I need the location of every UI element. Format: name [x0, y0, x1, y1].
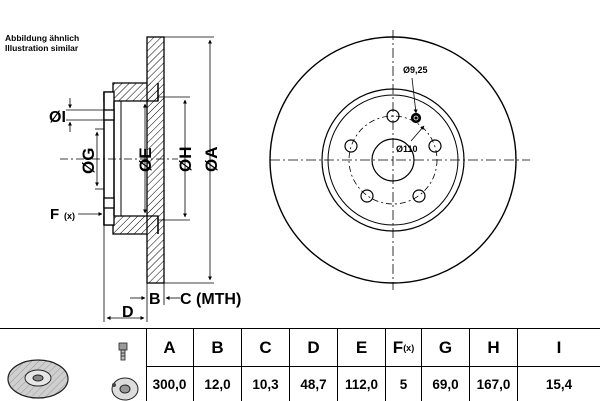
bolt-hole-section-bottom	[103, 197, 115, 209]
value-g: 69,0	[422, 367, 470, 401]
brake-disc-drawing: ØA ØH ØE ØG ØI F (x) B C (MTH)	[49, 30, 530, 322]
value-d: 48,7	[290, 367, 338, 401]
dim-b-label: B	[149, 291, 161, 308]
value-f: 5	[386, 367, 422, 401]
value-c: 10,3	[242, 367, 290, 401]
value-i: 15,4	[545, 376, 573, 392]
product-thumbnail-cell	[0, 329, 147, 401]
bolt-hole-3	[412, 189, 426, 203]
dim-f-sub: (x)	[64, 211, 75, 221]
dim-g-label: ØG	[79, 148, 98, 174]
header-d: D	[290, 329, 338, 366]
dim-g	[95, 128, 104, 190]
dim-f-label: F	[50, 206, 59, 223]
illustration-note-en: Illustration similar	[5, 43, 79, 53]
dim-c-label: C (MTH)	[180, 291, 241, 308]
header-c: C	[242, 329, 290, 366]
header-h: H	[470, 329, 518, 366]
spec-value-row: 300,0 12,0 10,3 48,7 112,0 5 69,0 167,0 …	[146, 367, 600, 401]
dim-d-label: D	[122, 304, 134, 321]
pcd-dim-label: Ø110	[396, 144, 418, 154]
spec-header-row: A B C D E F(x) G H I	[146, 329, 600, 367]
disc-thumbnail-icon	[7, 342, 139, 401]
value-e: 112,0	[338, 367, 386, 401]
bolt-hole-2	[428, 139, 442, 153]
header-g: G	[422, 329, 470, 366]
disc-section-view	[103, 36, 165, 284]
dim-e	[121, 100, 150, 217]
spec-table: A B C D E F(x) G H I 300,0 12,0 10,3 48,…	[0, 328, 600, 401]
value-h: 167,0	[470, 367, 518, 401]
value-a: 300,0	[146, 367, 194, 401]
bolt-hole-4	[360, 189, 374, 203]
dim-h-label: ØH	[176, 147, 195, 173]
pcd-leader	[410, 125, 425, 142]
header-f-letter: F	[392, 337, 404, 357]
header-a: A	[146, 329, 194, 366]
bolt-hole-dim-label: Ø9,25	[403, 65, 428, 75]
dim-a	[164, 36, 214, 284]
header-f: F(x)	[386, 329, 422, 366]
dim-bcd	[103, 225, 180, 322]
front-centerlines	[270, 30, 530, 290]
bolt-hole-section-top	[103, 109, 115, 121]
header-b: B	[194, 329, 242, 366]
illustration-note-de: Abbildung ähnlich	[5, 33, 80, 43]
header-f-sub: (x)	[403, 342, 415, 353]
bolt-hole-leader	[411, 77, 418, 114]
dim-a-label: ØA	[202, 147, 221, 173]
header-e: E	[338, 329, 386, 366]
dim-i-label: ØI	[49, 109, 66, 126]
header-i: I	[556, 337, 562, 357]
dim-h	[158, 96, 190, 221]
dim-i	[66, 98, 104, 132]
dim-e-label: ØE	[136, 147, 155, 172]
bolt-hole-5	[344, 139, 358, 153]
value-b: 12,0	[194, 367, 242, 401]
